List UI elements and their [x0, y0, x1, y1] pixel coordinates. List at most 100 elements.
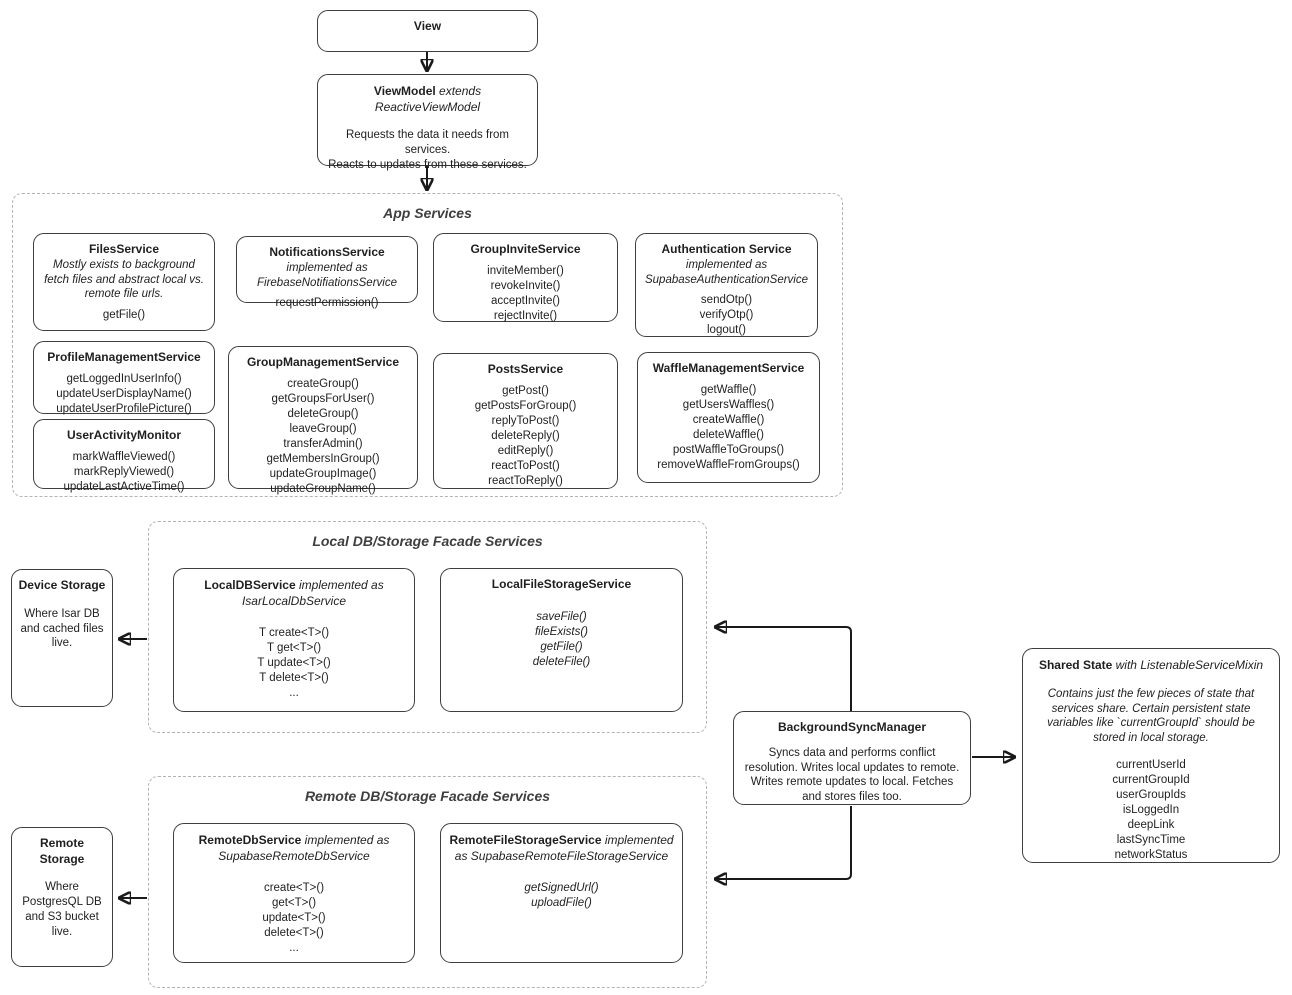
- method: get<T>(): [271, 897, 317, 910]
- method: markWaffleViewed(): [72, 450, 176, 463]
- app-services-frame: App Services: [12, 193, 843, 497]
- method: fileExists(): [534, 625, 589, 638]
- method: getPostsForGroup(): [474, 399, 577, 412]
- state-field: userGroupIds: [1116, 789, 1186, 802]
- method: update<T>(): [262, 912, 326, 925]
- method: rejectInvite(): [493, 309, 558, 322]
- service-title: LocalFileStorageService: [491, 577, 632, 591]
- method: revokeInvite(): [490, 279, 561, 292]
- method: verifyOtp(): [699, 309, 754, 322]
- viewmodel-description: Requests the data it needs from services…: [328, 129, 527, 172]
- method-list: createGroup()getGroupsForUser()deleteGro…: [229, 377, 417, 497]
- state-field: currentGroupId: [1112, 774, 1190, 787]
- method-list: getFile(): [34, 308, 214, 323]
- remote-facade-title: Remote DB/Storage Facade Services: [304, 788, 551, 804]
- method: deleteWaffle(): [693, 428, 764, 441]
- method: getSignedUrl(): [524, 882, 599, 895]
- service-name: RemoteDbService: [198, 833, 302, 847]
- method: updateUserProfilePicture(): [56, 402, 192, 415]
- notifications-service-box: NotificationsService implemented as Fire…: [236, 236, 418, 309]
- method-list: requestPermission(): [237, 296, 417, 311]
- viewmodel-extends: extends ReactiveViewModel: [374, 84, 482, 114]
- local-db-service-box: LocalDBService implemented as IsarLocalD…: [173, 568, 415, 712]
- device-storage-box: Device Storage Where Isar DB and cached …: [11, 569, 113, 707]
- method: leaveGroup(): [289, 422, 357, 435]
- arrow-bgsm-to-remotefacade: [716, 806, 852, 879]
- service-title: LocalDBService implemented as IsarLocalD…: [174, 578, 414, 609]
- remote-file-storage-service-box: RemoteFileStorageService implemented as …: [440, 823, 683, 963]
- view-box: View: [317, 10, 538, 52]
- service-impl: implemented as IsarLocalDbService: [241, 578, 384, 608]
- bgsm-description: Syncs data and performs conflict resolut…: [744, 746, 960, 804]
- service-name: LocalDBService: [204, 578, 296, 592]
- method: createWaffle(): [692, 413, 765, 426]
- method: getLoggedInUserInfo(): [66, 372, 182, 385]
- remote-db-service-box: RemoteDbService implemented as SupabaseR…: [173, 823, 415, 963]
- authentication-service-box: Authentication Service implemented as Su…: [635, 233, 818, 337]
- service-title: NotificationsService: [269, 245, 385, 259]
- service-name: RemoteFileStorageService: [449, 833, 602, 847]
- method-list: saveFile() fileExists() getFile() deleteFil…: [441, 610, 682, 670]
- method: replyToPost(): [491, 414, 560, 427]
- method: deleteReply(): [491, 429, 560, 442]
- shared-state-name: Shared State: [1038, 658, 1113, 672]
- method: updateLastActiveTime(): [63, 480, 185, 493]
- method: editReply(): [497, 444, 554, 457]
- local-facade-frame: Local DB/Storage Facade Services: [148, 521, 707, 733]
- method: reactToReply(): [488, 474, 563, 487]
- method: getFile(): [540, 640, 583, 653]
- method-list: getPost()getPostsForGroup()replyToPost()…: [434, 384, 617, 489]
- service-title: FilesService: [88, 242, 160, 256]
- service-title: WaffleManagementService: [652, 361, 805, 375]
- storage-title: Device Storage: [18, 578, 106, 592]
- shared-state-description: Contains just the few pieces of state th…: [1047, 687, 1255, 745]
- group-invite-service-box: GroupInviteService inviteMember() revokeI…: [433, 233, 618, 322]
- state-field: isLoggedIn: [1122, 804, 1180, 817]
- profile-management-service-box: ProfileManagementService getLoggedInUser…: [33, 341, 215, 417]
- method: T create<T>(): [258, 627, 330, 640]
- service-impl: implemented as SupabaseRemoteFileStorage…: [454, 833, 674, 863]
- service-title: PostsService: [487, 362, 564, 376]
- method-list: inviteMember()revokeInvite()acceptInvite…: [434, 264, 617, 324]
- service-title: GroupInviteService: [470, 242, 581, 256]
- method-list: markWaffleViewed()markReplyViewed()updat…: [34, 450, 214, 495]
- viewmodel-box: ViewModel extends ReactiveViewModel Requ…: [317, 74, 538, 171]
- storage-description: Where Isar DB and cached files live.: [20, 607, 104, 650]
- method: getGroupsForUser(): [271, 392, 375, 405]
- viewmodel-name: ViewModel: [373, 84, 436, 98]
- method: logout(): [707, 324, 746, 337]
- remote-storage-box: Remote Storage Where PostgresQL DB and S…: [11, 827, 113, 967]
- shared-state-title: Shared State with ListenableServiceMixin: [1023, 658, 1279, 674]
- method: ...: [289, 687, 299, 700]
- method: removeWaffleFromGroups(): [657, 458, 800, 471]
- group-management-service-box: GroupManagementService createGroup()getG…: [228, 346, 418, 495]
- method: deleteGroup(): [287, 407, 359, 420]
- method: ...: [289, 942, 299, 955]
- service-impl: implemented as SupabaseRemoteDbService: [218, 833, 390, 863]
- service-title: RemoteFileStorageService implemented as …: [441, 833, 682, 864]
- local-facade-title: Local DB/Storage Facade Services: [312, 533, 543, 549]
- method: deleteFile(): [532, 655, 591, 668]
- method: saveFile(): [536, 610, 587, 623]
- method: inviteMember(): [487, 264, 564, 277]
- service-title: Authentication Service: [661, 242, 792, 256]
- method: uploadFile(): [531, 897, 592, 910]
- method-list: create<T>()get<T>()update<T>()delete<T>(…: [174, 881, 414, 956]
- method: updateGroupName(): [270, 482, 376, 495]
- method-list: T create<T>()T get<T>()T update<T>()T de…: [174, 626, 414, 701]
- arrow-bgsm-to-localfacade: [716, 627, 852, 711]
- method: delete<T>(): [264, 927, 324, 940]
- method: getMembersInGroup(): [266, 452, 380, 465]
- state-field: lastSyncTime: [1116, 834, 1186, 847]
- app-services-title: App Services: [383, 205, 472, 221]
- method: updateUserDisplayName(): [56, 387, 192, 400]
- service-title: GroupManagementService: [246, 355, 400, 369]
- storage-description: Where PostgresQL DB and S3 bucket live.: [22, 881, 102, 938]
- waffle-management-service-box: WaffleManagementService getWaffle()getUs…: [637, 352, 820, 483]
- remote-facade-frame: Remote DB/Storage Facade Services: [148, 776, 707, 988]
- shared-state-box: Shared State with ListenableServiceMixin…: [1022, 648, 1280, 863]
- method-list: getLoggedInUserInfo() updateUserDisplayNa…: [34, 372, 214, 417]
- method: T get<T>(): [266, 642, 322, 655]
- files-service-box: FilesService Mostly exists to background…: [33, 233, 215, 331]
